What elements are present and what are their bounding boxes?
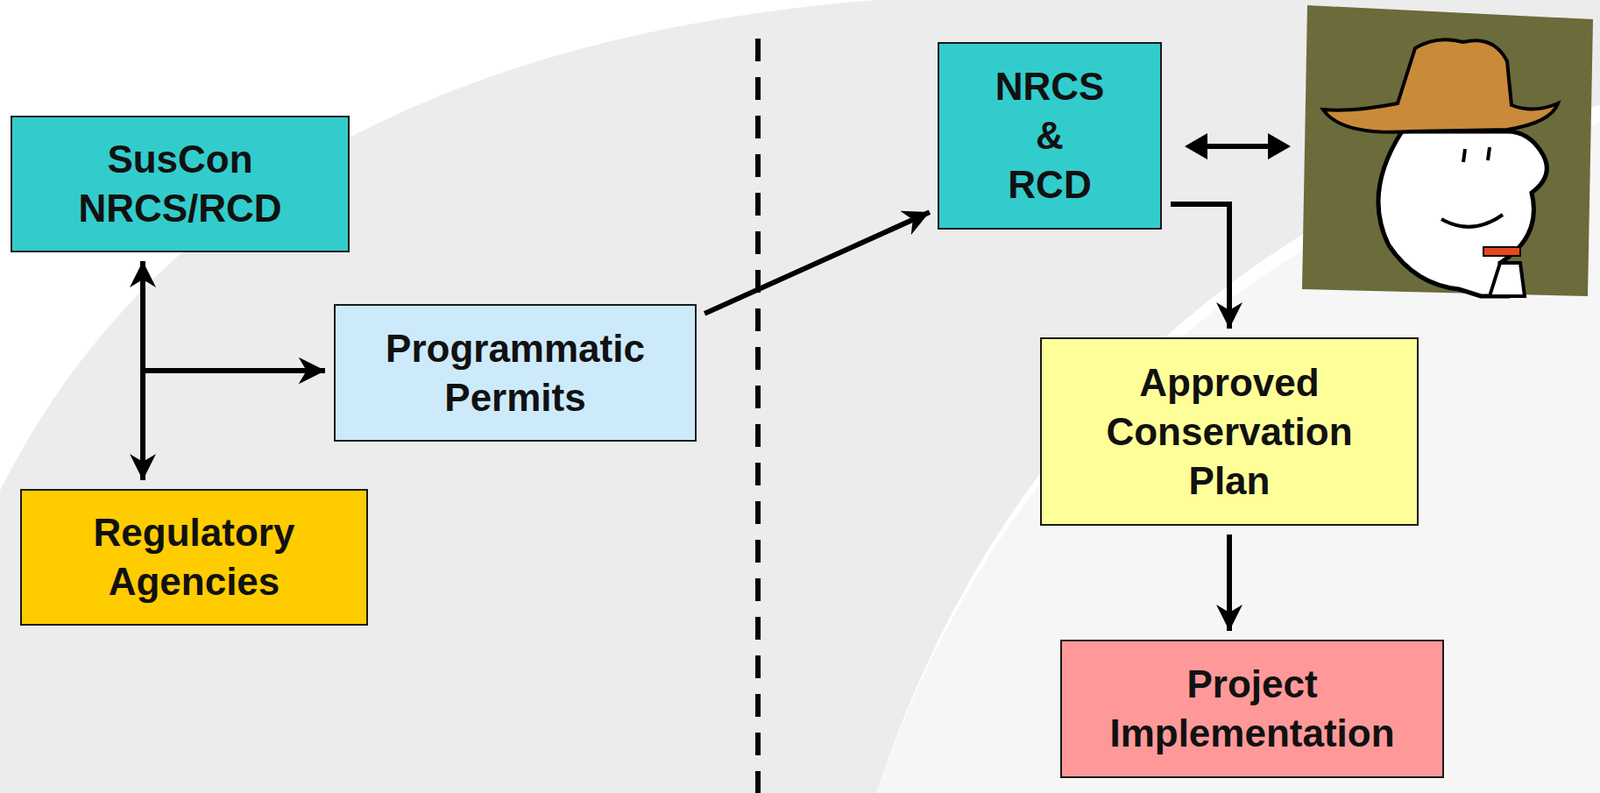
connector-arrow [142, 370, 326, 481]
neck [1489, 262, 1525, 297]
connector-arrow [704, 212, 930, 314]
box-label: Programmatic Permits [385, 324, 645, 423]
dashed-divider [755, 38, 761, 793]
agency-box: Regulatory Agencies [20, 488, 369, 626]
box-label: Regulatory Agencies [93, 508, 296, 607]
eye [1463, 148, 1466, 163]
hat [1323, 39, 1558, 132]
picture-frame [1302, 5, 1593, 297]
box-label: SusCon NRCS/RCD [77, 134, 282, 234]
plan-box: Approved Conservation Plan [1040, 337, 1419, 526]
bandana [1483, 247, 1521, 256]
connector-arrow [1170, 204, 1230, 329]
box-label: Project Implementation [1109, 659, 1395, 758]
connector-arrow [1226, 534, 1232, 631]
cowboy-illustration [1302, 5, 1593, 297]
box-label: Approved Conservation Plan [1105, 358, 1353, 506]
arrow-head [1267, 133, 1291, 160]
connector-arrow [142, 261, 326, 371]
arrow-line [1198, 143, 1276, 149]
process-box: NRCS & RCD [937, 42, 1162, 230]
double-arrow [1184, 133, 1291, 160]
eye [1487, 147, 1490, 161]
smile [1441, 214, 1503, 227]
box-label: NRCS & RCD [995, 62, 1105, 210]
process-box: SusCon NRCS/RCD [10, 115, 350, 253]
implementation-box: Project Implementation [1060, 639, 1445, 779]
permit-box: Programmatic Permits [333, 304, 697, 442]
arrow-head [1184, 133, 1208, 160]
face [1378, 131, 1547, 297]
